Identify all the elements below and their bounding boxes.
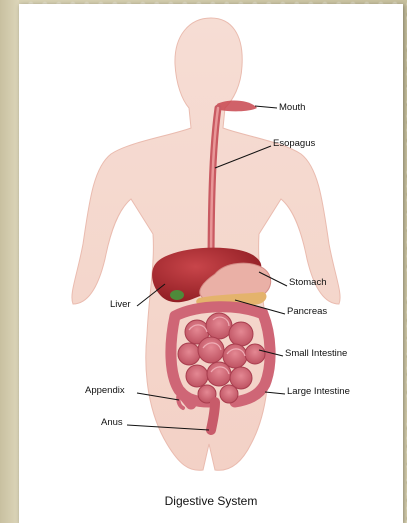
label-pancreas: Pancreas xyxy=(287,306,327,317)
label-anus: Anus xyxy=(101,417,123,428)
rectum-shape xyxy=(211,402,215,430)
diagram-card: Mouth Esopagus Stomach Liver Pancreas Sm… xyxy=(19,4,403,523)
label-liver: Liver xyxy=(110,299,131,310)
anatomy-illustration xyxy=(19,4,403,523)
label-esophagus: Esopagus xyxy=(273,138,315,149)
mouth-shape xyxy=(217,101,257,112)
label-large-intestine: Large Intestine xyxy=(287,386,350,397)
label-small-intestine: Small Intestine xyxy=(285,348,347,359)
label-mouth: Mouth xyxy=(279,102,305,113)
label-appendix: Appendix xyxy=(85,385,125,396)
figure-caption: Digestive System xyxy=(19,494,403,508)
background-texture xyxy=(0,0,19,523)
gallbladder-shape xyxy=(170,290,184,300)
label-stomach: Stomach xyxy=(289,277,327,288)
